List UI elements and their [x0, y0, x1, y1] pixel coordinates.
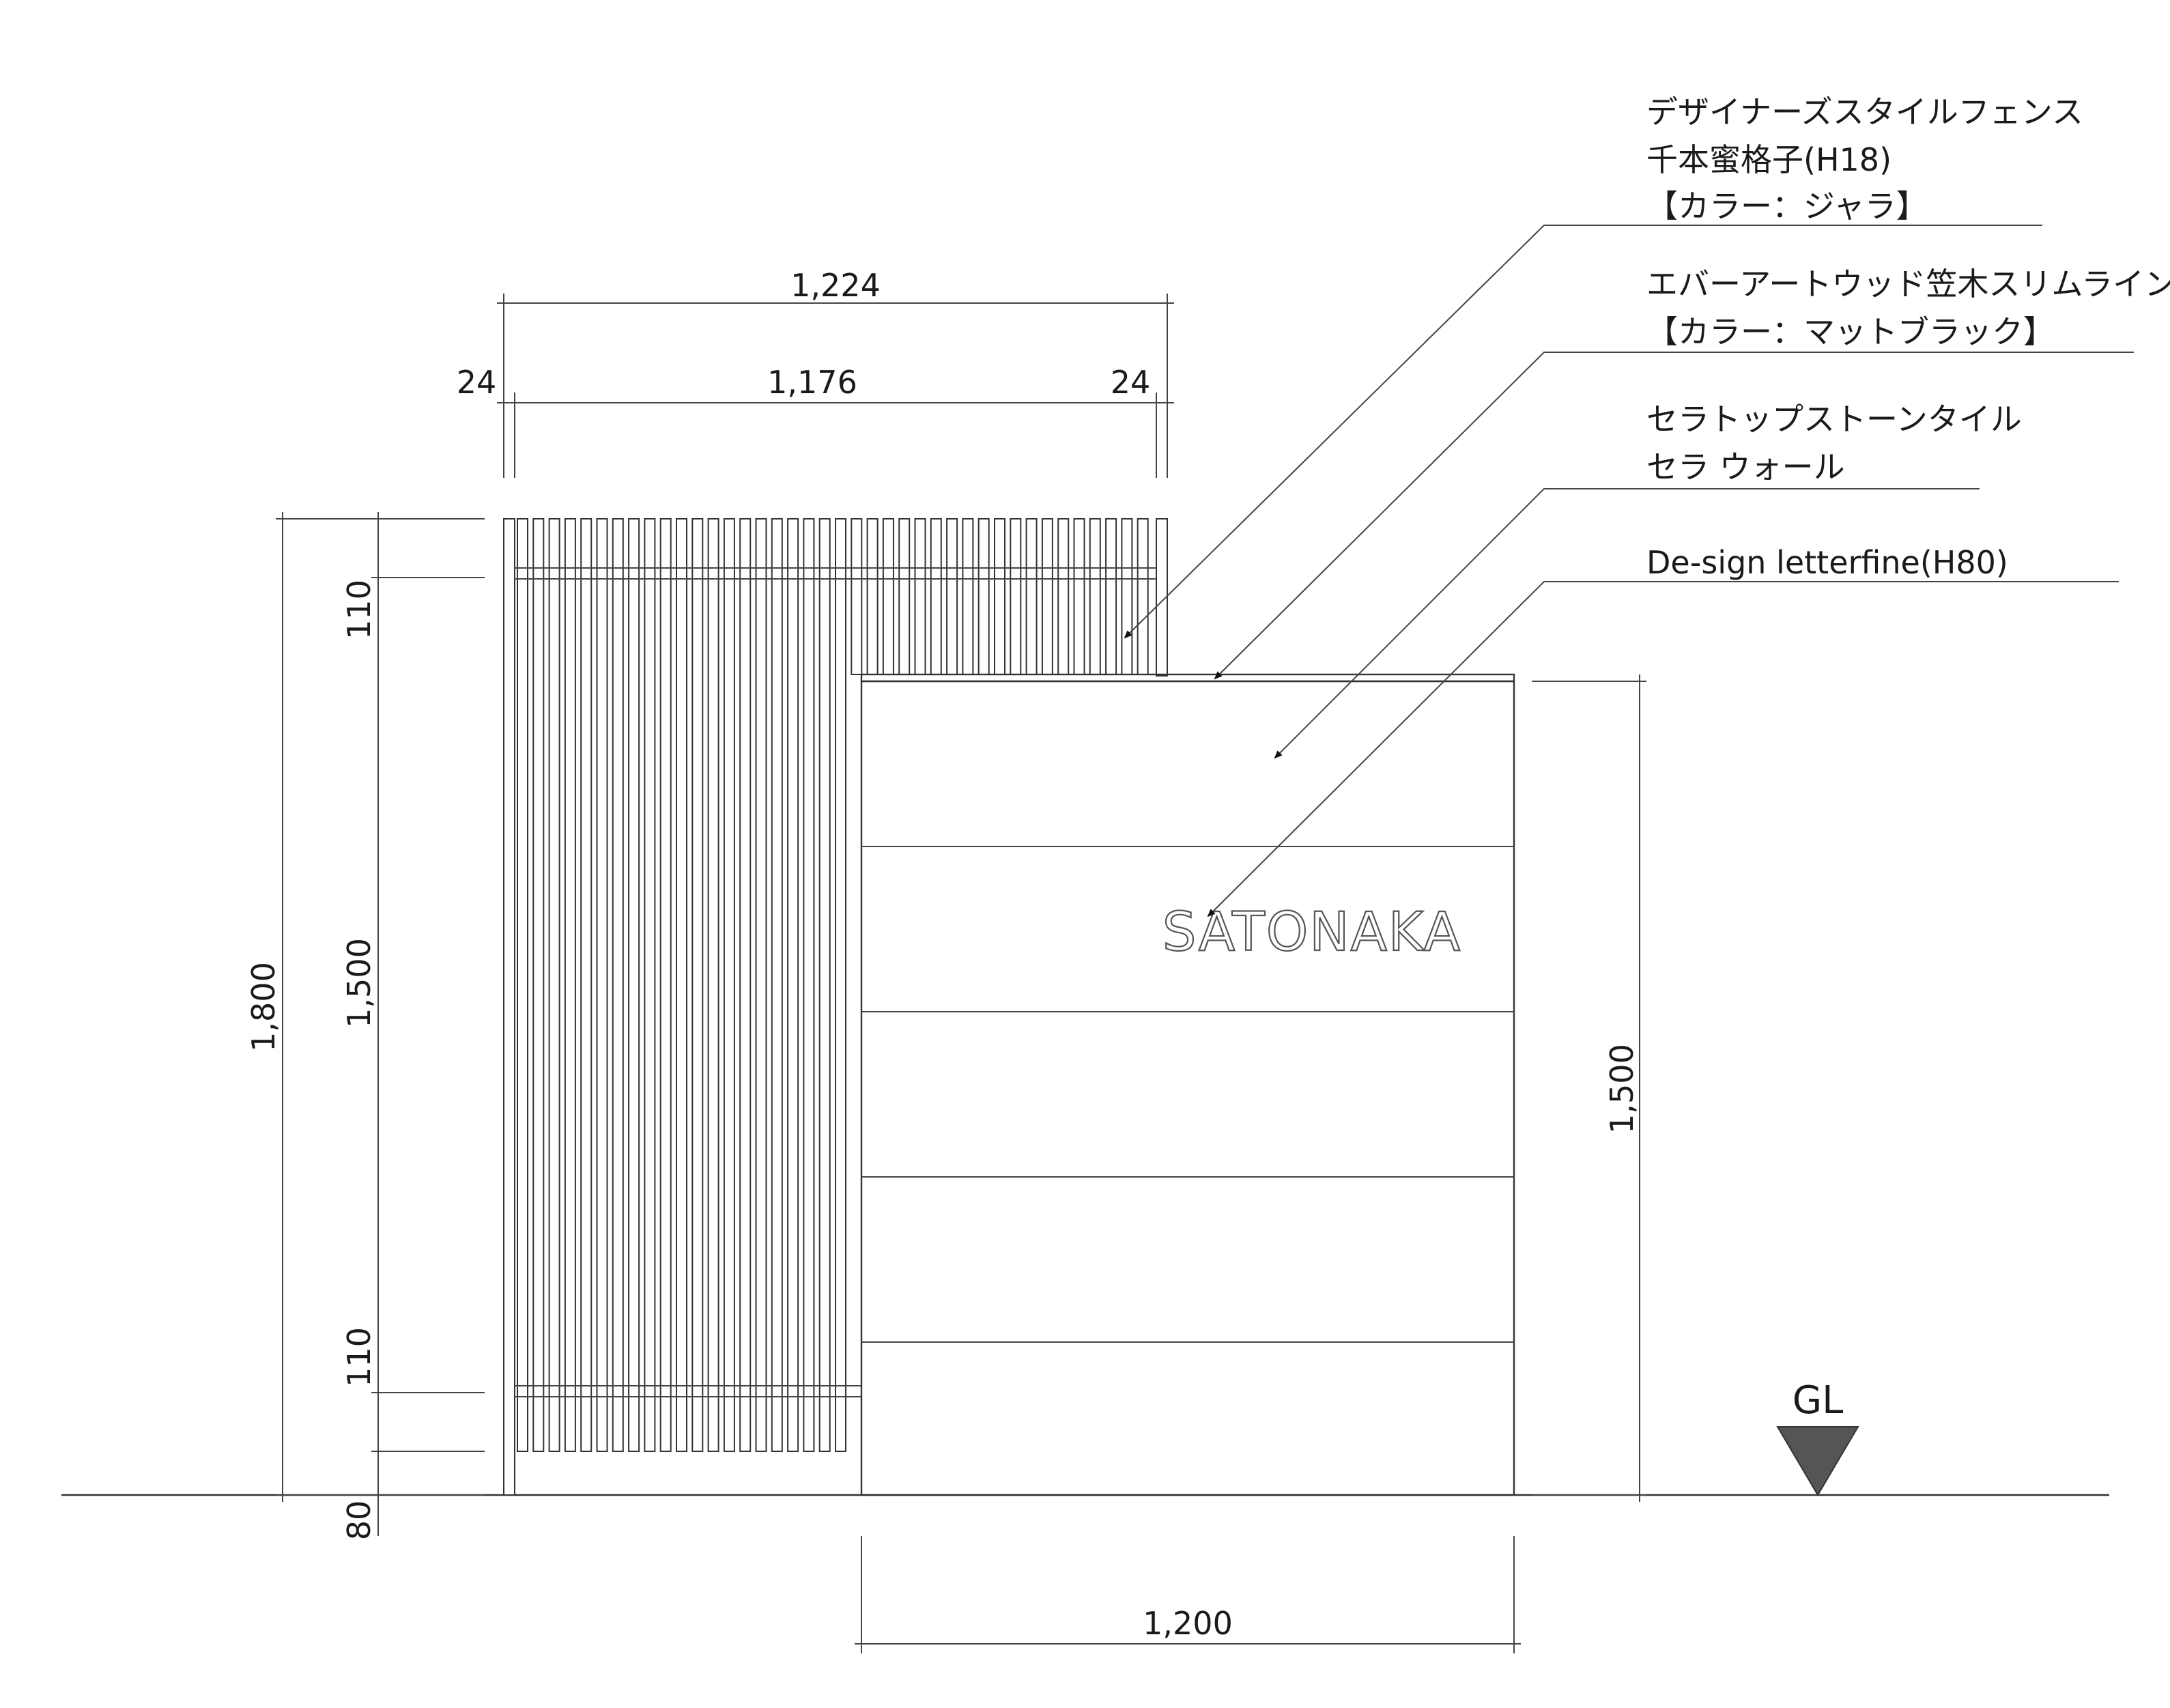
- dim-wall-height: 1,500: [1603, 1044, 1640, 1134]
- fence-slat: [517, 518, 528, 1452]
- fence-slat: [962, 518, 974, 675]
- dim-fence-total-width: 1,224: [790, 267, 881, 304]
- callout-line: セラトップストーンタイル: [1646, 401, 2022, 438]
- callout-fence: デザイナーズスタイルフェンス 千本蜜格子(H18) 【カラー：ジャラ】: [1646, 94, 2094, 225]
- fence-slat: [1025, 518, 1038, 675]
- leader-coping: [1214, 352, 2134, 680]
- fence-slat: [914, 518, 926, 675]
- fence-slat: [659, 518, 672, 1452]
- fence-slats: [517, 518, 1149, 1452]
- fence-slat: [644, 518, 656, 1452]
- fence-slat: [818, 518, 831, 1452]
- dim-fence-bottom-rail: 110: [341, 1327, 377, 1387]
- fence-slat: [1010, 518, 1022, 675]
- ground-level-symbol: [1776, 1426, 1859, 1496]
- fence-slat: [596, 518, 608, 1452]
- fence-slat: [898, 518, 911, 675]
- fence-slat: [1073, 518, 1085, 675]
- callout-tile: セラトップストーンタイル セラ ウォール: [1646, 401, 2031, 485]
- dim-wall-width: 1,200: [1143, 1605, 1233, 1642]
- fence-right-post: [1156, 518, 1168, 677]
- fence-slat: [977, 518, 990, 675]
- fence-slat: [628, 518, 640, 1452]
- fence-slat: [882, 518, 894, 675]
- callout-line: エバーアートウッド笠木スリムライン: [1646, 266, 2170, 302]
- callout-line: 【カラー：ジャラ】: [1646, 188, 1928, 225]
- fence-slat: [1089, 518, 1101, 675]
- sign-lettering: SATONAKA: [1162, 902, 1461, 963]
- fence-slat: [580, 518, 593, 1452]
- tile-wall: [860, 680, 1515, 1496]
- leader-fence: [1124, 225, 2042, 639]
- fence-slat: [1137, 518, 1149, 675]
- callout-coping: エバーアートウッド笠木スリムライン 【カラー：マットブラック】: [1646, 266, 2170, 350]
- dim-fence-middle: 1,500: [341, 938, 377, 1028]
- fence-slat: [1057, 518, 1070, 675]
- leader-tile: [1274, 488, 1980, 759]
- dim-fence-inner-width: 1,176: [767, 364, 857, 401]
- coping-cap: [860, 673, 1515, 683]
- fence-slat: [755, 518, 767, 1452]
- fence-slat: [994, 518, 1005, 675]
- fence-slat: [1121, 518, 1133, 675]
- callout-line: 千本蜜格子(H18): [1646, 141, 1891, 178]
- fence-slat: [930, 518, 942, 675]
- fence-slat: [691, 518, 704, 1452]
- fence-slat: [739, 518, 752, 1452]
- dim-fence-right-margin: 24: [1111, 364, 1151, 401]
- fence-slat: [787, 518, 799, 1452]
- callout-line: デザイナーズスタイルフェンス: [1646, 94, 2083, 130]
- dim-fence-left-margin: 24: [457, 364, 497, 401]
- leader-sign: [1207, 581, 2119, 917]
- callout-sign: De-sign letterfine(H80): [1646, 544, 2008, 581]
- dim-fence-base: 80: [341, 1500, 377, 1541]
- fence-slat: [723, 518, 735, 1452]
- fence-slat: [612, 518, 624, 1452]
- dim-fence-total-height: 1,800: [245, 962, 282, 1052]
- fence-slat: [771, 518, 783, 1452]
- fence-slat: [866, 518, 879, 675]
- fence-slat: [676, 518, 687, 1452]
- fence-slat: [835, 518, 846, 1452]
- fence-slat: [946, 518, 958, 675]
- fence-slat: [707, 518, 719, 1452]
- fence-slat: [548, 518, 560, 1452]
- fence-slat: [1105, 518, 1117, 675]
- fence-slat: [532, 518, 545, 1452]
- ground-level-label: GL: [1793, 1378, 1844, 1423]
- dim-fence-top-rail: 110: [341, 580, 377, 640]
- callout-line: セラ ウォール: [1646, 449, 1845, 485]
- callout-line: 【カラー：マットブラック】: [1646, 313, 2055, 350]
- fence-left-post: [503, 518, 515, 1496]
- fence-slat: [564, 518, 576, 1452]
- fence-slat: [803, 518, 815, 1452]
- fence-slat: [851, 518, 863, 675]
- callout-line: De-sign letterfine(H80): [1646, 544, 2008, 581]
- fence-slat: [1041, 518, 1053, 675]
